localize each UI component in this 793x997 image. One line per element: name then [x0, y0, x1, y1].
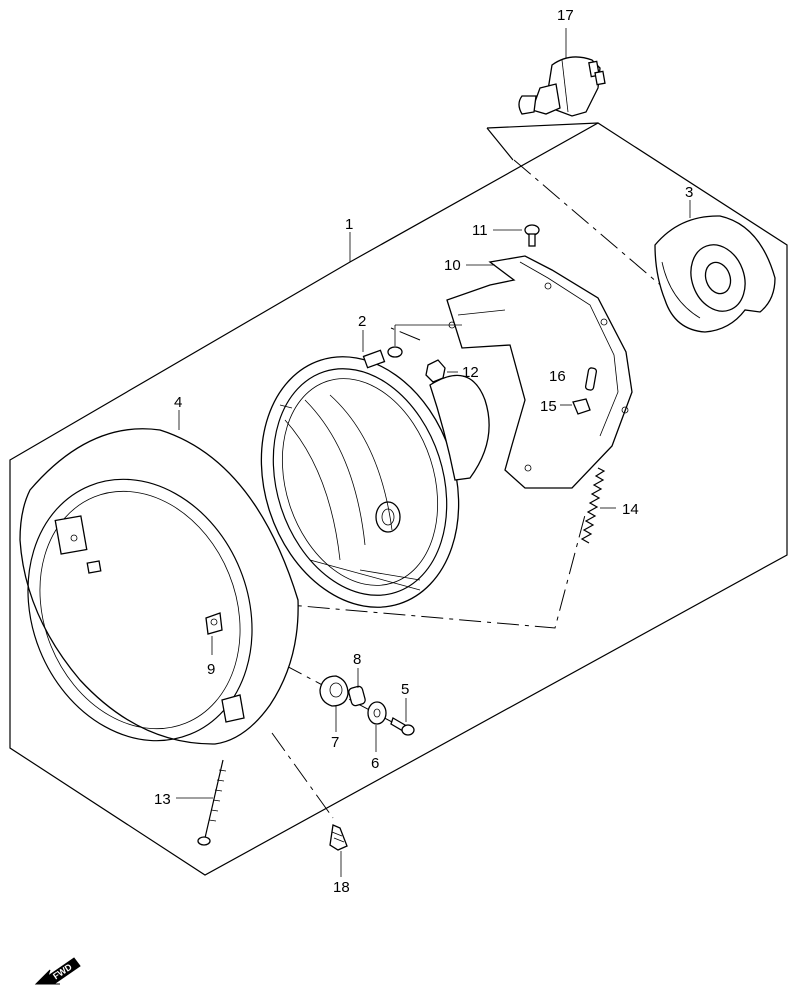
callout-12: 12	[462, 364, 479, 381]
screw-part-11	[524, 224, 540, 247]
callout-11: 11	[472, 222, 488, 239]
dash-rim-to-spring	[231, 514, 586, 629]
callout-15: 15	[540, 398, 557, 415]
dash-rim-to-screw	[214, 627, 393, 723]
callout-17: 17	[557, 7, 574, 24]
dash-bottom-screw	[271, 732, 334, 819]
long-screw-part-13	[197, 759, 227, 846]
pin-part-16	[584, 367, 598, 391]
dash-adjuster	[390, 327, 421, 341]
callout-5: 5	[401, 681, 409, 698]
washer-part-6	[367, 701, 387, 725]
collar-part-8	[348, 685, 366, 707]
callout-2: 2	[358, 313, 366, 330]
callout-4: 4	[174, 394, 182, 411]
bulb-part	[518, 56, 606, 117]
callout-10: 10	[444, 257, 461, 274]
screw-part-5	[390, 717, 415, 736]
assembly-outline	[9, 122, 788, 876]
clip-part-15	[572, 398, 591, 415]
callout-6: 6	[371, 755, 379, 772]
nut-part-12	[425, 359, 446, 383]
callout-18: 18	[333, 879, 350, 896]
callout-14: 14	[622, 501, 639, 518]
fwd-arrow-icon: FWD	[34, 957, 81, 985]
headlight-unit-part	[260, 346, 490, 608]
callout-1: 1	[345, 216, 353, 233]
dash-bulb-to-socket	[513, 159, 679, 301]
spring-part-14	[580, 467, 606, 544]
grommet-part-7	[319, 675, 349, 707]
bracket-part	[446, 255, 633, 489]
callout-16: 16	[549, 368, 566, 385]
callout-9: 9	[207, 661, 215, 678]
socket-cover-part	[654, 215, 776, 333]
callout-8: 8	[353, 651, 361, 668]
outline-notch	[486, 127, 514, 161]
screw-part-18	[329, 824, 348, 851]
callout-3: 3	[685, 184, 693, 201]
callout-7: 7	[331, 734, 339, 751]
callout-13: 13	[154, 791, 171, 808]
headlight-rim-part	[19, 428, 299, 745]
